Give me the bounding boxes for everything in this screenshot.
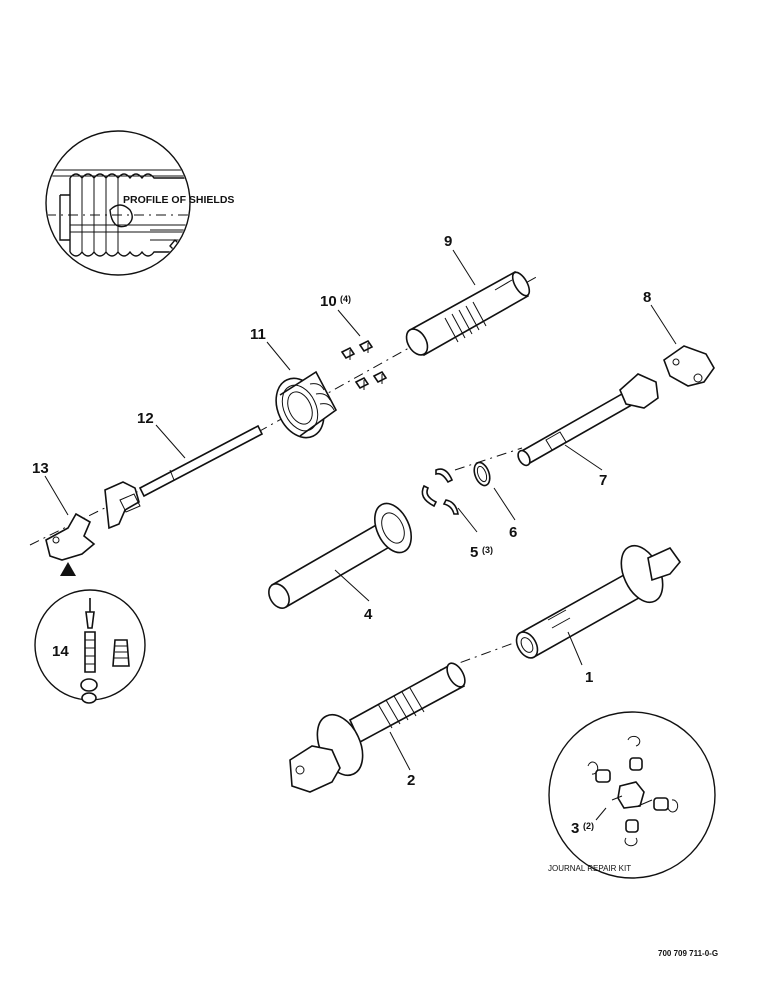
shield-yoke-2 bbox=[289, 662, 466, 793]
yoke-8 bbox=[663, 345, 715, 387]
callout-label: 12 bbox=[137, 410, 154, 427]
grease-fitting-inset bbox=[34, 589, 146, 704]
callout-label: 3 bbox=[571, 820, 579, 837]
callout-8: 8 bbox=[643, 289, 651, 306]
callout-3: 3 (2) bbox=[571, 820, 594, 837]
callout-label: 4 bbox=[364, 606, 373, 623]
bearing-halves bbox=[421, 468, 459, 515]
callout-label: 1 bbox=[585, 669, 593, 686]
callout-4: 4 bbox=[364, 606, 373, 623]
callout-label: 8 bbox=[643, 289, 651, 306]
callout-qty: (2) bbox=[583, 821, 594, 831]
callout-14: 14 bbox=[52, 643, 69, 660]
callout-label: 11 bbox=[250, 326, 266, 343]
yoke-13 bbox=[45, 512, 96, 561]
callout-qty: (3) bbox=[482, 545, 493, 555]
outer-shaft-1 bbox=[515, 544, 682, 659]
callout-label: 7 bbox=[599, 472, 607, 489]
document-number: 700 709 711-0-G bbox=[658, 949, 718, 958]
callout-9: 9 bbox=[444, 233, 452, 250]
shield-profile-inset: PROFILE OF SHIELDS bbox=[45, 130, 234, 276]
callout-2: 2 bbox=[407, 772, 415, 789]
inner-shaft bbox=[104, 424, 264, 530]
callout-label: 14 bbox=[52, 643, 69, 660]
shield-profile-label: PROFILE OF SHIELDS bbox=[123, 194, 234, 206]
callout-12: 12 bbox=[137, 410, 154, 427]
bellows-shield bbox=[275, 370, 338, 439]
callout-7: 7 bbox=[599, 472, 607, 489]
shield-tube-4 bbox=[268, 502, 412, 609]
outer-shield-tube bbox=[405, 270, 531, 357]
callout-10: 10 (4) bbox=[320, 293, 351, 310]
callout-label: 5 bbox=[470, 544, 478, 561]
inner-shaft-half-7 bbox=[517, 373, 659, 467]
callout-label: 6 bbox=[509, 524, 517, 541]
callout-label: 13 bbox=[32, 460, 49, 477]
callout-qty: (4) bbox=[340, 294, 351, 304]
callout-13: 13 bbox=[32, 460, 49, 477]
callout-label: 10 bbox=[320, 293, 337, 310]
callout-11: 11 bbox=[250, 326, 266, 343]
shield-clips bbox=[340, 339, 388, 390]
callout-label: 2 bbox=[407, 772, 415, 789]
leader-lines bbox=[44, 249, 677, 821]
journal-kit-label: JOURNAL REPAIR KIT bbox=[548, 864, 631, 873]
callout-6: 6 bbox=[509, 524, 517, 541]
callout-label: 9 bbox=[444, 233, 452, 250]
journal-kit-inset: JOURNAL REPAIR KIT bbox=[548, 711, 716, 879]
pointer-triangle bbox=[60, 562, 76, 576]
callout-1: 1 bbox=[585, 669, 593, 686]
callout-5: 5 (3) bbox=[470, 544, 493, 561]
retaining-ring bbox=[473, 461, 491, 487]
